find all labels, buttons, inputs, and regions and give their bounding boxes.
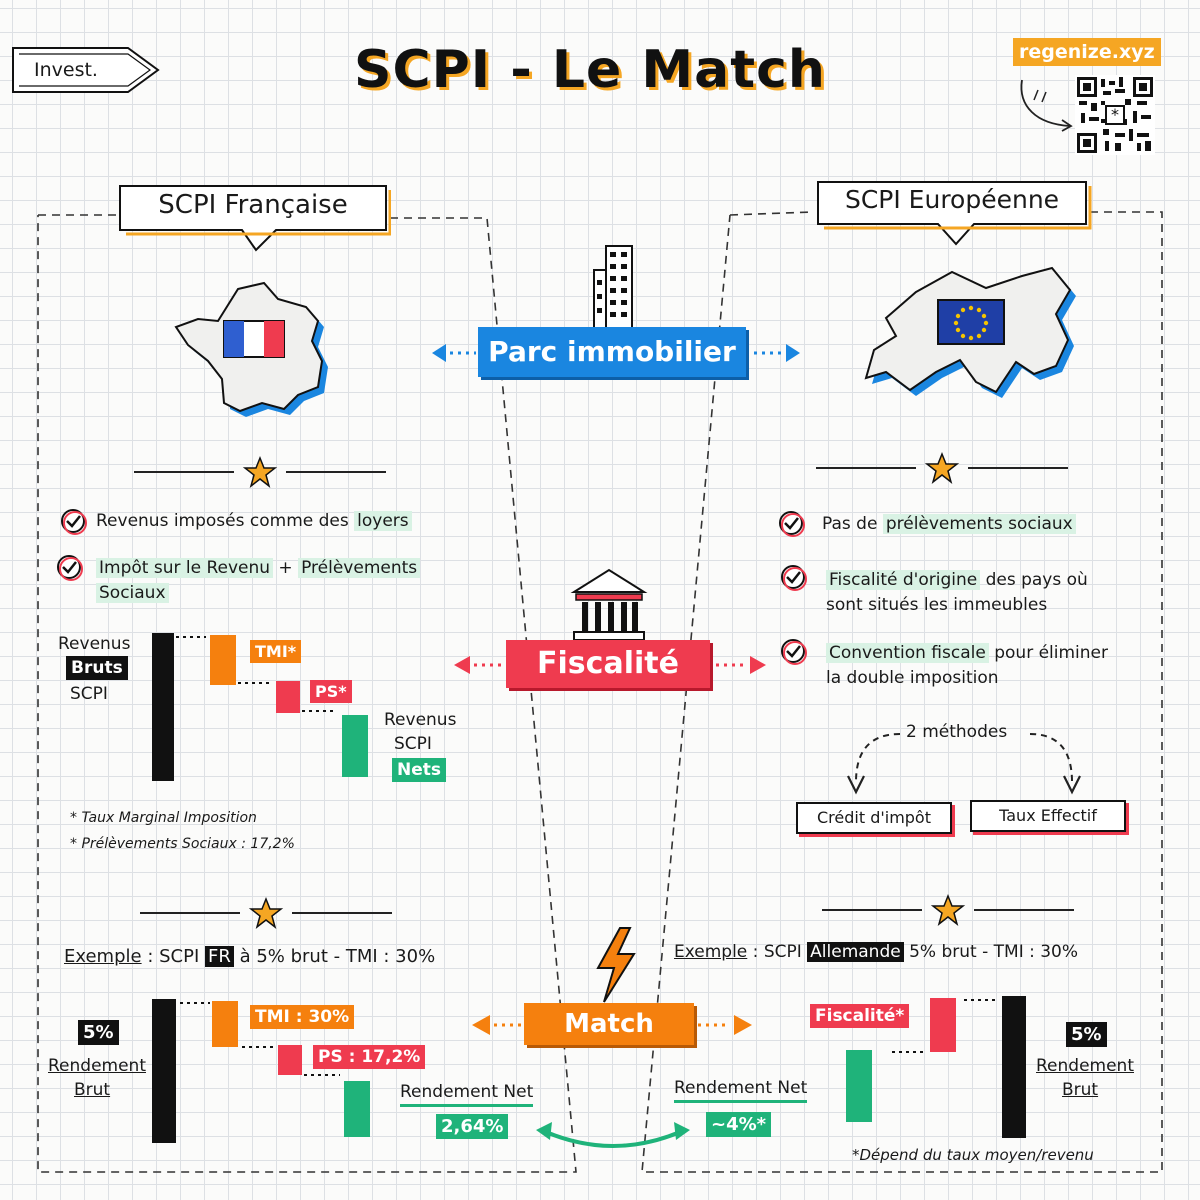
wf-left-ps: PS* xyxy=(310,680,352,703)
category-arrow-tag xyxy=(12,47,160,93)
arrow-right-orange-icon xyxy=(698,1015,752,1035)
left-title: SCPI Française xyxy=(158,190,348,220)
right-title-bubble xyxy=(817,181,1092,246)
left-waterfall-chart xyxy=(152,633,368,781)
left-ex-brut-label-2: Brut xyxy=(74,1080,111,1100)
check-icon xyxy=(61,509,87,535)
right-example: Exemple : SCPI Allemande 5% brut - TMI :… xyxy=(674,942,1079,962)
right-divider-2 xyxy=(822,893,1074,926)
right-ex-net-value: ~4%* xyxy=(706,1112,772,1137)
check-icon xyxy=(781,565,807,591)
right-ex-footnote: *Dépend du taux moyen/revenu xyxy=(852,1146,1094,1164)
wf-left-label-1: Revenus xyxy=(58,634,131,654)
bar-tmi xyxy=(210,635,236,685)
check-icon xyxy=(779,511,805,537)
bar-ps xyxy=(276,681,300,713)
right-point-1: Pas de prélèvements sociaux xyxy=(822,512,1076,537)
check-icon xyxy=(57,555,83,581)
left-note-1: * Taux Marginal Imposition xyxy=(70,810,257,826)
lightning-icon xyxy=(596,927,636,1003)
brand-label[interactable]: regenize.xyz xyxy=(1013,38,1161,66)
method-credit-impot: Crédit d'impôt xyxy=(796,802,952,834)
svg-text:*: * xyxy=(1111,105,1119,124)
wf-left-label-3: SCPI xyxy=(70,684,108,704)
double-arrow-icon xyxy=(536,1122,690,1148)
right-example-waterfall xyxy=(846,996,1026,1138)
france-map-icon xyxy=(174,281,328,417)
page-title: SCPI - Le Match xyxy=(354,40,826,100)
wf-left-net-3: Nets xyxy=(392,758,447,782)
right-ex-brut-label-2: Brut xyxy=(1062,1080,1099,1100)
left-example-waterfall xyxy=(152,999,370,1143)
bar-gross xyxy=(152,633,174,781)
pill-parc-immobilier: Parc immobilier xyxy=(478,327,746,377)
methods-arrows xyxy=(847,733,1081,795)
left-note-2: * Prélèvements Sociaux : 17,2% xyxy=(70,836,295,852)
arrow-left-blue-icon xyxy=(432,344,476,362)
wf-left-net-2: SCPI xyxy=(394,734,432,754)
left-ex-net-value: 2,64% xyxy=(436,1114,509,1139)
left-divider xyxy=(134,455,386,488)
right-divider xyxy=(816,451,1068,484)
arrow-right-blue-icon xyxy=(754,344,800,362)
arrow-right-red-icon xyxy=(716,656,766,674)
left-example: Exemple : SCPI FR à 5% brut - TMI : 30% xyxy=(64,946,436,967)
left-ex-brut-label-1: Rendement xyxy=(48,1056,146,1076)
left-ex-net-label: Rendement Net xyxy=(400,1080,534,1107)
europe-map-icon xyxy=(864,266,1076,398)
category-label: Invest. xyxy=(34,59,98,81)
arrow-left-orange-icon xyxy=(472,1015,522,1035)
left-ex-ps: PS : 17,2% xyxy=(313,1045,426,1069)
right-ex-brut-value: 5% xyxy=(1066,1022,1107,1047)
wf-left-label-2: Bruts xyxy=(66,656,128,680)
left-point-1: Revenus imposés comme des loyers xyxy=(96,509,412,534)
right-ex-brut-label-1: Rendement xyxy=(1036,1056,1134,1076)
check-icon xyxy=(781,639,807,665)
pill-fiscalite: Fiscalité xyxy=(506,640,710,688)
method-taux-effectif: Taux Effectif xyxy=(970,800,1126,832)
pill-match: Match xyxy=(524,1003,694,1045)
left-ex-tmi: TMI : 30% xyxy=(250,1005,355,1029)
bar-net xyxy=(342,715,368,777)
right-ex-net-label: Rendement Net xyxy=(674,1076,808,1103)
arrow-left-red-icon xyxy=(454,656,504,674)
building-icon xyxy=(593,245,633,333)
left-divider-2 xyxy=(140,896,392,929)
left-title-bubble xyxy=(119,185,391,252)
left-ex-brut-value: 5% xyxy=(78,1020,119,1045)
bank-icon xyxy=(570,568,648,641)
wf-left-net-1: Revenus xyxy=(384,710,457,730)
qr-code-icon[interactable]: * xyxy=(1075,75,1155,155)
wf-left-tmi: TMI* xyxy=(250,640,302,663)
right-ex-fiscalite: Fiscalité* xyxy=(810,1004,910,1028)
curved-arrow-icon xyxy=(1020,79,1073,132)
methods-label: 2 méthodes xyxy=(906,722,1008,742)
right-title: SCPI Européenne xyxy=(844,185,1060,214)
